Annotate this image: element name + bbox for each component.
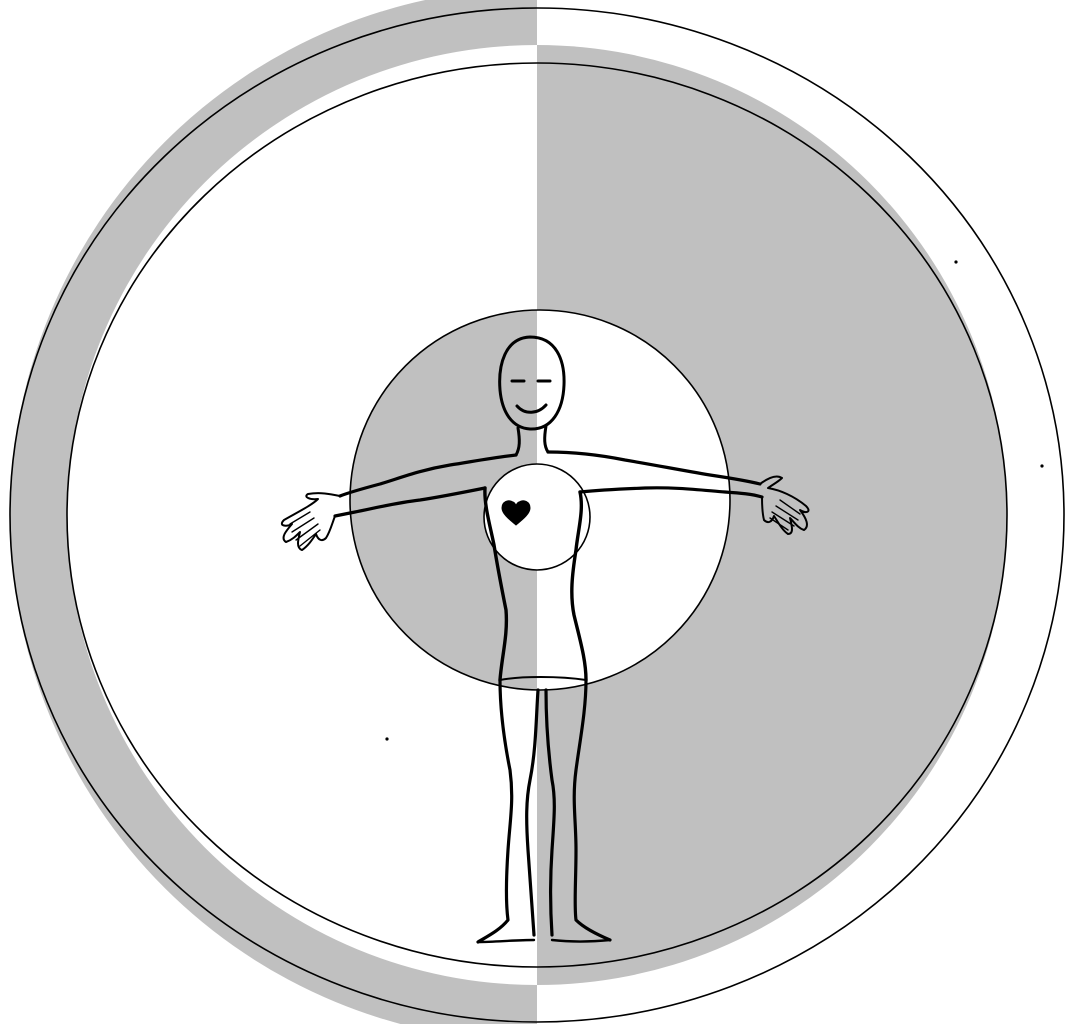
diagram-canvas [0,0,1066,1024]
concentric-circles-diagram [0,0,1066,1024]
